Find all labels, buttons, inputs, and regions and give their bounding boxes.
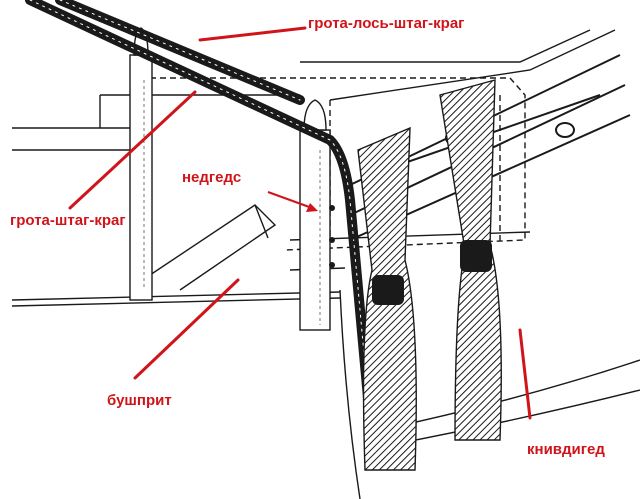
pointer-knyavdiged: [518, 328, 532, 420]
pointer-grota-los-shtag-krag: [198, 26, 307, 42]
pointer-bushprit: [133, 278, 240, 380]
bolts: [329, 205, 335, 268]
bitt-hatching: [143, 80, 321, 325]
pointer-lines: [68, 26, 532, 420]
mat-lashings: [372, 240, 492, 305]
label-bushprit: бушприт: [107, 392, 172, 409]
pointer-grota-shtag-krag: [68, 90, 197, 210]
label-grota-los-shtag-krag: грота-лось-штаг-краг: [308, 15, 465, 32]
label-knyavdiged: книвдигед: [527, 441, 605, 458]
label-nedgeds: недгедс: [182, 169, 242, 186]
pointer-nedgeds: [267, 191, 318, 212]
label-grota-shtag-krag: грота-штаг-краг: [10, 212, 126, 229]
stays: [25, 0, 375, 425]
grota-los-stay-rope: [55, 0, 305, 105]
